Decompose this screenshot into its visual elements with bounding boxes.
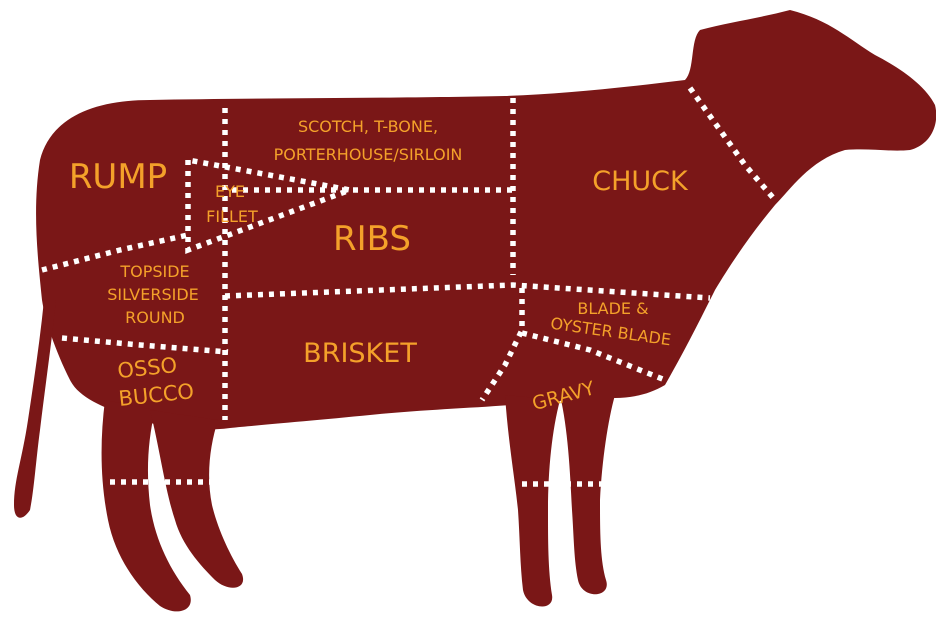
label-ribs: RIBS [333, 219, 411, 259]
label-topside-line1: TOPSIDE [119, 262, 189, 281]
cow-leg-front-back [505, 395, 560, 606]
cow-leg-front-front [560, 395, 615, 594]
label-eye-fillet-line2: FILLET [206, 207, 258, 226]
label-rump: RUMP [69, 157, 167, 197]
label-scotch-line1: SCOTCH, T-BONE, [298, 117, 438, 136]
cow-tail-shape [14, 300, 56, 518]
label-eye-fillet-line1: EYE [215, 182, 245, 201]
label-brisket: BRISKET [303, 338, 417, 369]
label-topside-line3: ROUND [125, 308, 185, 327]
label-chuck: CHUCK [592, 166, 689, 197]
label-topside-line2: SILVERSIDE [107, 285, 199, 304]
label-blade-line1: BLADE & [577, 299, 648, 318]
label-scotch-line2: PORTERHOUSE/SIRLOIN [274, 145, 463, 164]
